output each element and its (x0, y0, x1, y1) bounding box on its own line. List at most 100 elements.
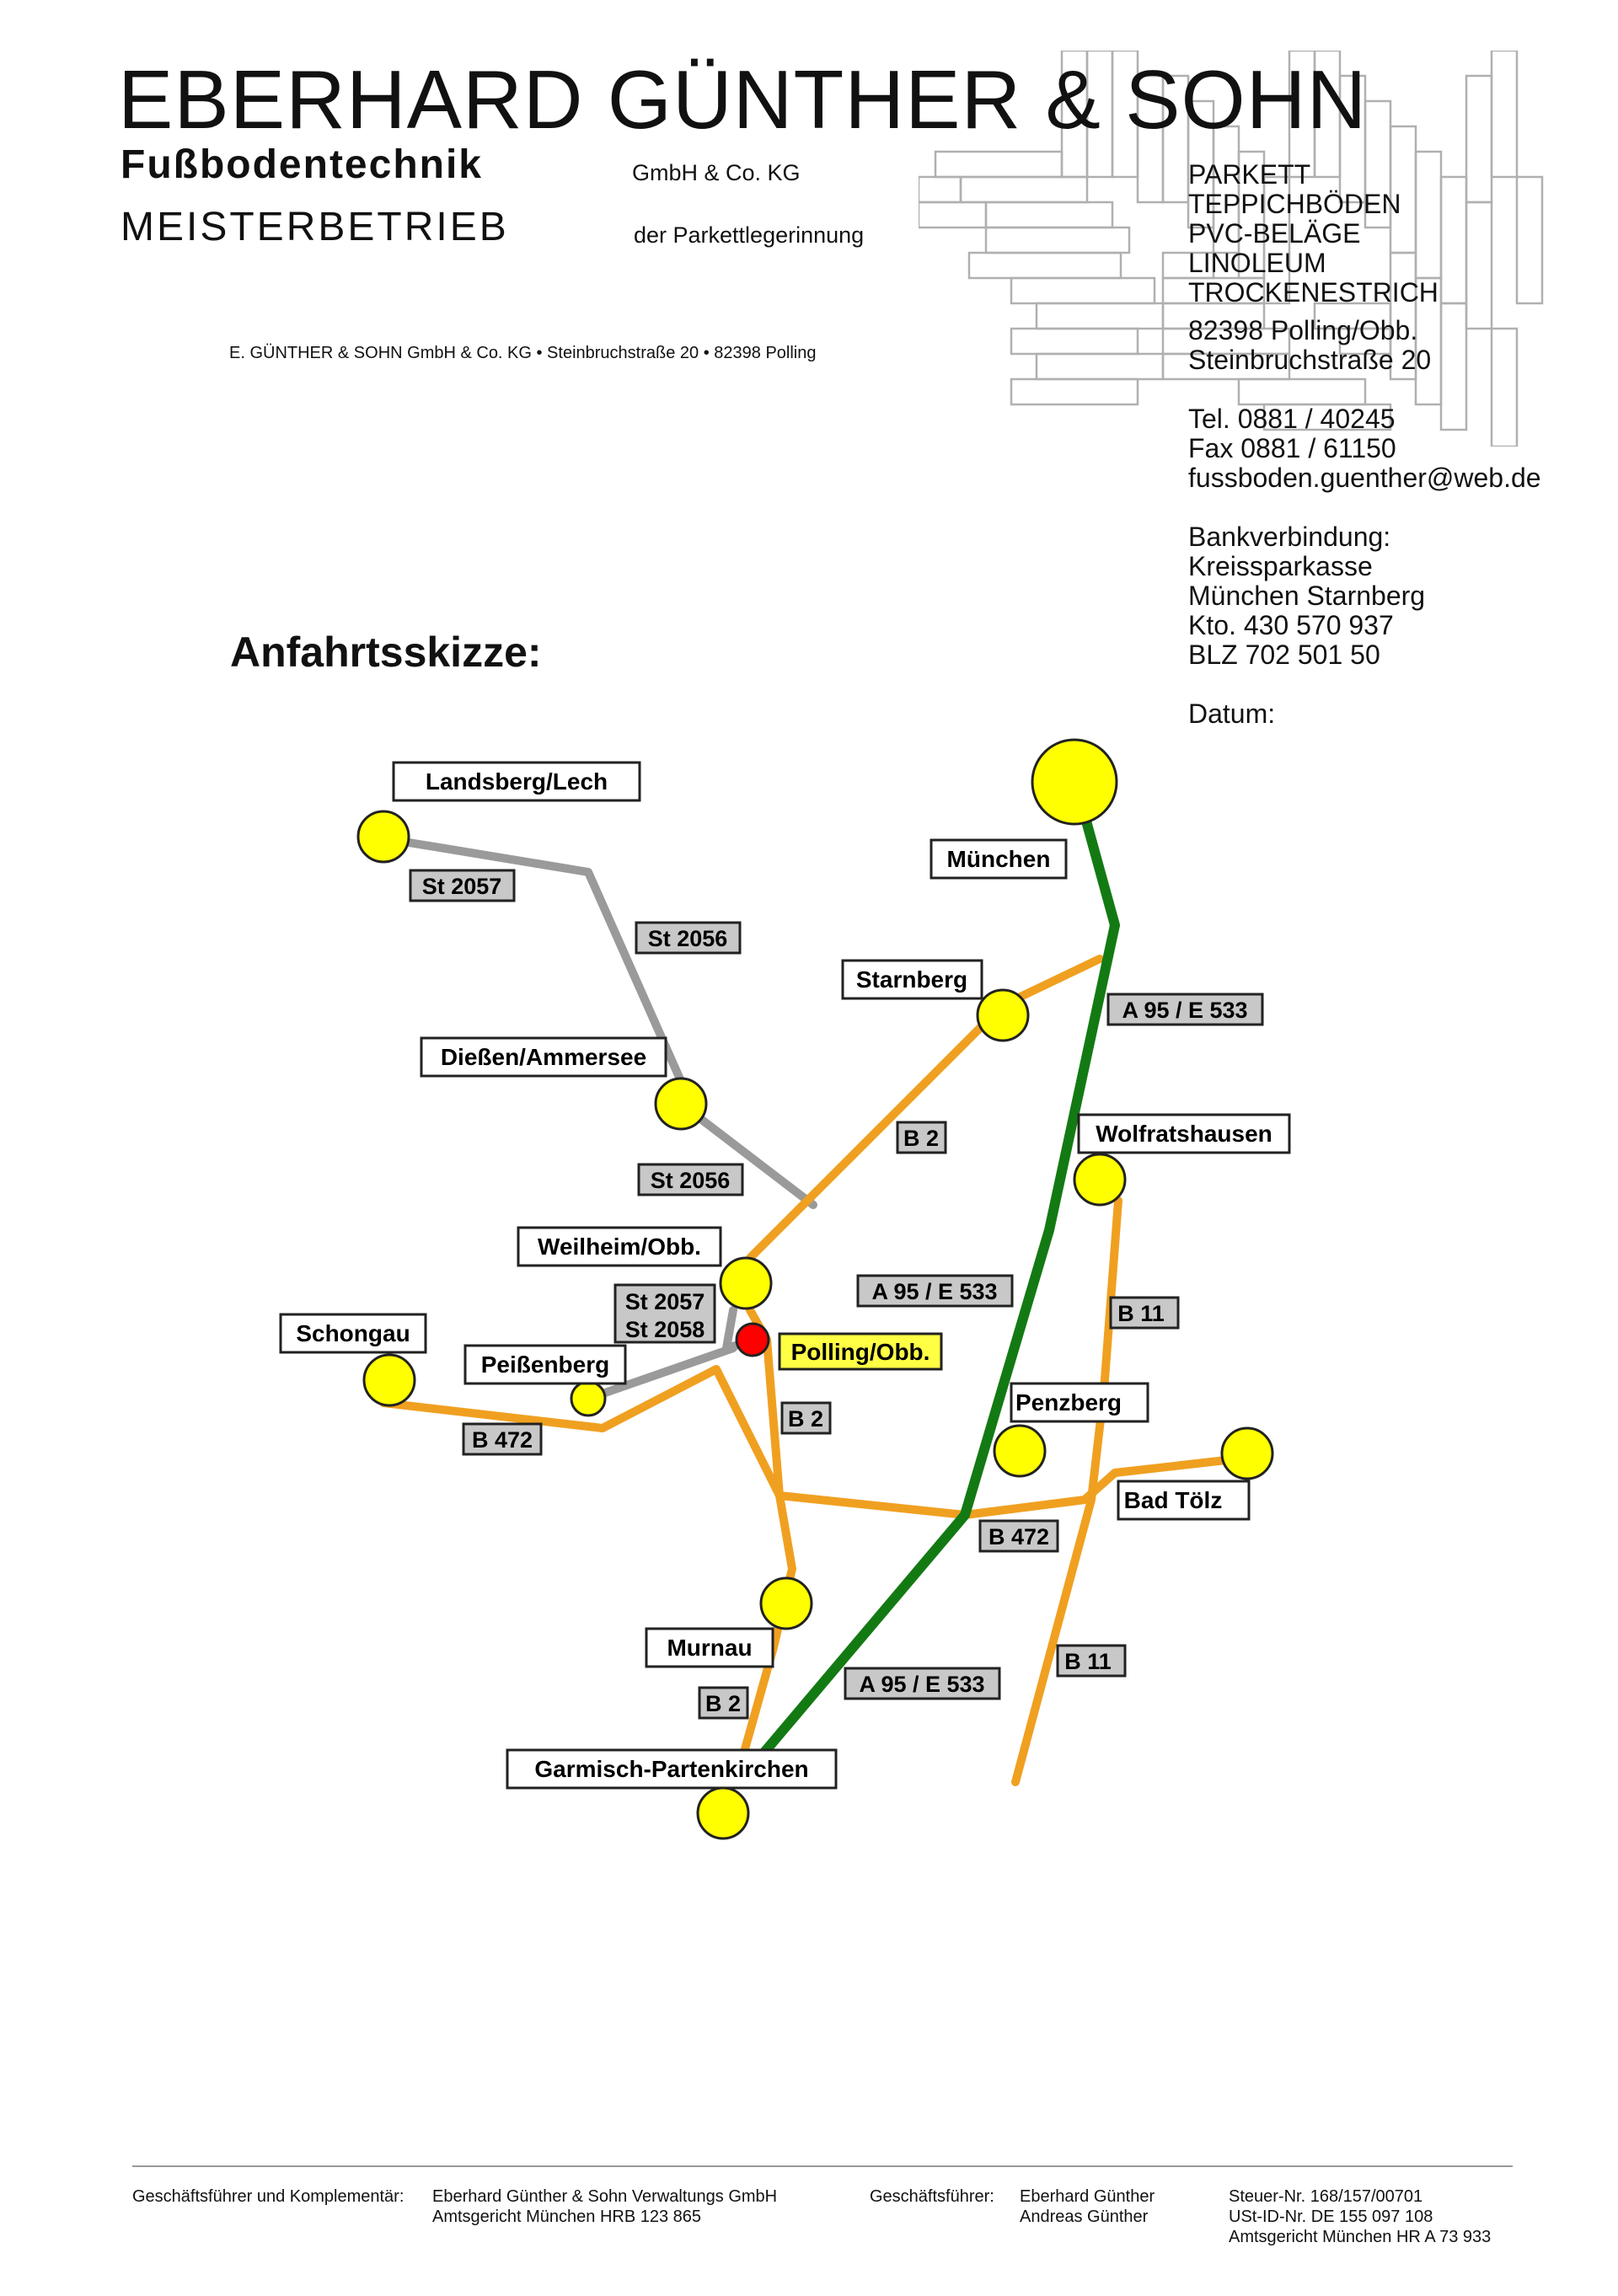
svg-text:München: München (947, 846, 1051, 872)
contact-fax: Fax 0881 / 61150 (1188, 433, 1396, 463)
town-marker-wolfratshausen (1073, 1153, 1127, 1207)
road-label-a95: A 95 / E 533 (1106, 993, 1264, 1026)
svg-text:Wolfratshausen: Wolfratshausen (1096, 1121, 1272, 1147)
road-label-b2: B 2 (896, 1121, 947, 1154)
road-label-b2: B 2 (780, 1401, 832, 1435)
sketch-title: Anfahrtsskizze: (230, 629, 542, 676)
town-marker-schongau (362, 1353, 416, 1407)
road-label-st2056: St 2056 (637, 1163, 744, 1196)
town-labels: Landsberg/Lech München Starnberg Dießen/… (279, 761, 1291, 1790)
footer-vat-id: USt-ID-Nr. DE 155 097 108 (1229, 2208, 1433, 2226)
contact-tel: Tel. 0881 / 40245 (1188, 404, 1396, 434)
town-label-muenchen: München (930, 838, 1068, 880)
footer-tax-number: Steuer-Nr. 168/157/00701 (1229, 2187, 1423, 2206)
town-marker-weilheim (719, 1256, 773, 1310)
legal-form: GmbH & Co. KG (632, 160, 801, 185)
footer-divider (132, 2165, 1513, 2167)
date-label: Datum: (1188, 698, 1276, 729)
footer-managing-partner-label: Geschäftsführer und Komplementär: (132, 2187, 404, 2206)
road-st2056-diessen (677, 1100, 817, 1209)
state-roads (379, 834, 817, 1403)
bank-account: Kto. 430 570 937 (1188, 610, 1394, 640)
contact-column: PARKETT TEPPICHBÖDEN PVC-BELÄGE LINOLEUM… (1188, 160, 1541, 729)
road-label-a95: A 95 / E 533 (856, 1274, 1014, 1308)
road-b2-weilheim (746, 1001, 1007, 1262)
town-label-penzberg: Penzberg (1010, 1382, 1149, 1423)
svg-text:B 2: B 2 (788, 1406, 823, 1432)
footer-managers-label: Geschäftsführer: (870, 2187, 994, 2206)
svg-text:A 95 / E 533: A 95 / E 533 (871, 1279, 997, 1304)
town-label-murnau: Murnau (645, 1627, 774, 1668)
svg-text:Garmisch-Partenkirchen: Garmisch-Partenkirchen (534, 1756, 808, 1782)
svg-text:St 2057: St 2057 (422, 874, 502, 899)
road-label-st2057-st2058: St 2057 St 2058 (613, 1283, 716, 1344)
town-label-peissenberg: Peißenberg (463, 1344, 627, 1385)
road-label-b11: B 11 (1109, 1296, 1180, 1330)
footer-register: Amtsgericht München HRB 123 865 (432, 2208, 702, 2226)
svg-text:St 2056: St 2056 (651, 1168, 731, 1193)
town-markers (356, 738, 1274, 1840)
road-label-b11: B 11 (1056, 1644, 1127, 1678)
town-label-bad-toelz: Bad Tölz (1117, 1480, 1251, 1521)
road-label-st2056: St 2056 (635, 921, 742, 955)
service-item: LINOLEUM (1188, 248, 1326, 278)
svg-text:Penzberg: Penzberg (1015, 1389, 1122, 1416)
svg-text:B 2: B 2 (705, 1691, 741, 1716)
svg-text:Landsberg/Lech: Landsberg/Lech (426, 768, 608, 795)
town-label-garmisch: Garmisch-Partenkirchen (506, 1748, 838, 1790)
master-business: MEISTERBETRIEB (121, 205, 509, 249)
svg-text:A 95 / E 533: A 95 / E 533 (859, 1672, 984, 1697)
svg-text:Schongau: Schongau (296, 1320, 410, 1346)
destination-marker-polling (735, 1322, 770, 1357)
town-label-wolfratshausen: Wolfratshausen (1077, 1113, 1291, 1154)
contact-city: 82398 Polling/Obb. (1188, 315, 1418, 345)
svg-text:Dießen/Ammersee: Dießen/Ammersee (441, 1044, 646, 1070)
town-label-weilheim: Weilheim/Obb. (517, 1226, 722, 1267)
bank-blz: BLZ 702 501 50 (1188, 640, 1380, 670)
road-label-b472: B 472 (978, 1519, 1059, 1553)
road-b472-west (379, 1365, 1230, 1519)
parquet-pattern-logo (919, 51, 1544, 447)
town-marker-penzberg (993, 1424, 1047, 1478)
town-marker-starnberg (976, 988, 1030, 1042)
svg-text:Peißenberg: Peißenberg (481, 1351, 609, 1378)
return-address: E. GÜNTHER & SOHN GmbH & Co. KG • Steinb… (229, 344, 817, 362)
town-label-starnberg: Starnberg (841, 959, 983, 1000)
road-st2057-landsberg (379, 834, 685, 1085)
svg-text:B 2: B 2 (903, 1126, 939, 1151)
town-label-landsberg: Landsberg/Lech (392, 761, 641, 802)
bank-name: Kreissparkasse (1188, 551, 1373, 581)
svg-text:B 472: B 472 (472, 1427, 533, 1453)
town-label-polling: Polling/Obb. (778, 1332, 943, 1371)
svg-text:Weilheim/Obb.: Weilheim/Obb. (538, 1234, 701, 1260)
contact-street: Steinbruchstraße 20 (1188, 345, 1432, 375)
svg-text:Bad Tölz: Bad Tölz (1124, 1487, 1223, 1513)
service-item: PVC-BELÄGE (1188, 218, 1361, 249)
road-label-a95: A 95 / E 533 (844, 1667, 1001, 1700)
motorway-a95 (758, 804, 1120, 1759)
town-label-schongau: Schongau (279, 1313, 427, 1354)
town-marker-muenchen (1031, 738, 1118, 826)
road-label-b2: B 2 (698, 1686, 749, 1720)
town-marker-bad-toelz (1220, 1426, 1274, 1480)
road-label-b472: B 472 (462, 1422, 543, 1456)
road-labels: St 2057 St 2056 A 95 / E 533 B 2 St 2056… (409, 869, 1264, 1720)
svg-text:Starnberg: Starnberg (856, 966, 967, 993)
town-marker-garmisch (696, 1786, 750, 1840)
svg-text:Murnau: Murnau (667, 1635, 752, 1661)
road-b2-polling (737, 1306, 796, 1765)
svg-text:B 11: B 11 (1117, 1301, 1165, 1326)
bank-heading: Bankverbindung: (1188, 522, 1391, 552)
town-marker-peissenberg (570, 1380, 607, 1417)
service-item: PARKETT (1188, 159, 1311, 190)
guild-note: der Parkettlegerinnung (634, 222, 865, 248)
town-marker-landsberg (356, 810, 410, 864)
svg-text:St 2057: St 2057 (625, 1289, 705, 1314)
footer-commercial-register: Amtsgericht München HR A 73 933 (1229, 2228, 1492, 2246)
svg-text:B 472: B 472 (988, 1524, 1049, 1549)
footer-managing-partner: Eberhard Günther & Sohn Verwaltungs GmbH (432, 2187, 778, 2206)
contact-email: fussboden.guenther@web.de (1188, 463, 1541, 493)
svg-text:St 2056: St 2056 (648, 926, 728, 951)
svg-text:St 2058: St 2058 (625, 1317, 705, 1342)
